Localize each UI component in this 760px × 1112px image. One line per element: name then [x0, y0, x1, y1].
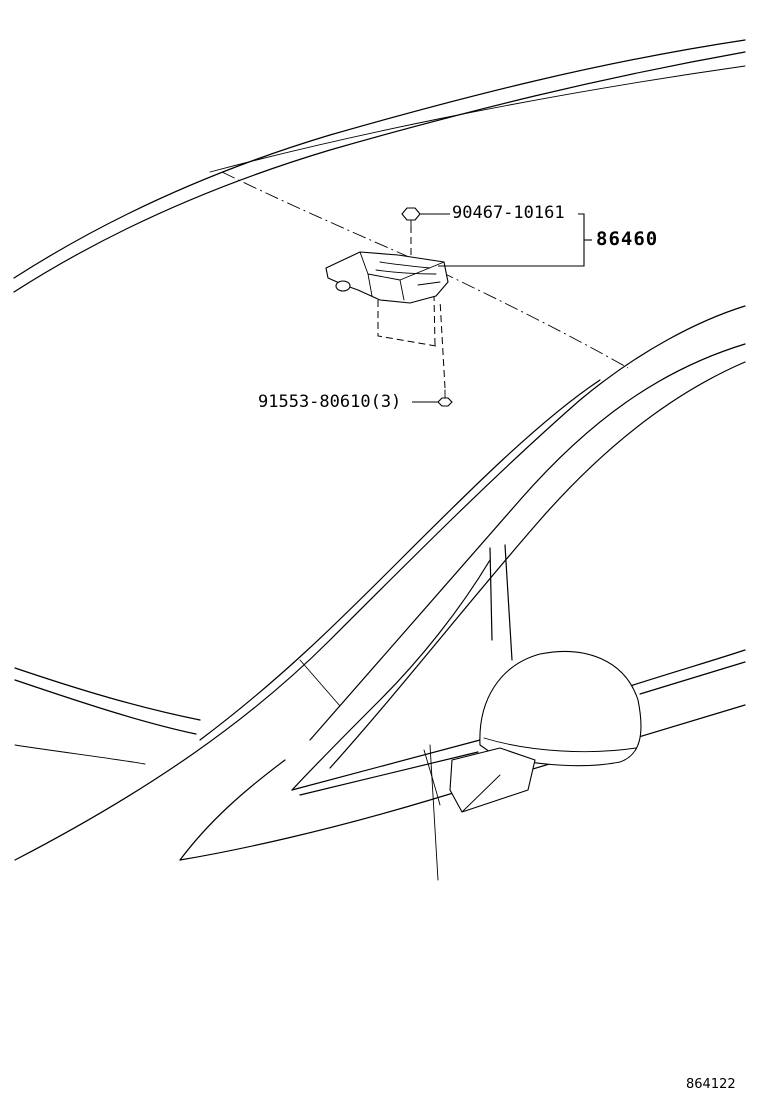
roof-edge [13, 39, 746, 293]
clip-part-number: 90467-10161 [452, 203, 565, 223]
side-mirror [449, 650, 642, 813]
screw-icon [437, 389, 453, 407]
clip-icon [401, 207, 421, 227]
sensor-bracket-assembly [325, 251, 449, 304]
fender-lines [179, 649, 746, 881]
callout-leaders [412, 213, 592, 403]
hood-lines [14, 659, 341, 765]
illustration-id: 864122 [686, 1077, 736, 1092]
screw-guide-lines [377, 295, 446, 389]
screw-part-number: 91553-80610(3) [258, 392, 402, 412]
a-pillar [14, 305, 746, 861]
front-quarter-window [291, 544, 513, 796]
assembly-part-number: 86460 [596, 228, 659, 250]
